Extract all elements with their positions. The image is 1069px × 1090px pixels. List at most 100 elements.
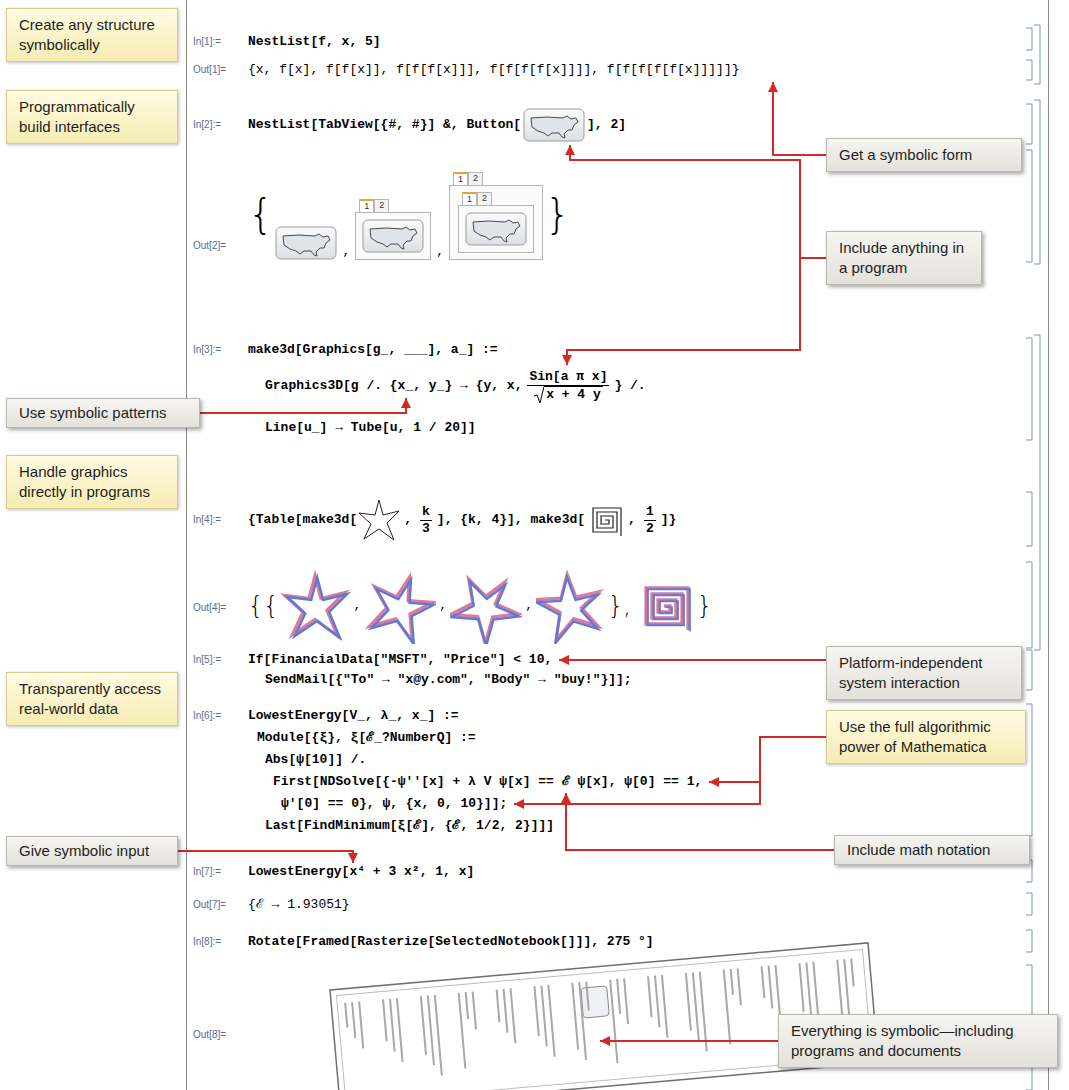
code-input: NestList[TabView[{#, #}] &, Button[ bbox=[248, 117, 521, 133]
cell-bracket bbox=[1026, 150, 1032, 262]
rotated-notebook-image bbox=[579, 982, 586, 1060]
cell-label: In[6]:= bbox=[193, 710, 221, 722]
input-line: SendMail[{"To" → "x@y.com", "Body" → "bu… bbox=[265, 672, 632, 688]
comma: , bbox=[342, 244, 350, 260]
rotated-notebook-image bbox=[359, 1002, 363, 1049]
spiral-graphic bbox=[585, 500, 625, 540]
tube-star-3d bbox=[450, 568, 522, 644]
rotated-notebook-image bbox=[662, 975, 667, 1038]
star-graphic bbox=[357, 498, 401, 542]
input-line: Line[u_] → Tube[u, 1 / 20]] bbox=[265, 420, 476, 436]
cell-label: In[7]:= bbox=[193, 866, 221, 878]
rotated-notebook-image bbox=[617, 979, 620, 1014]
map-button bbox=[523, 108, 585, 142]
map-button bbox=[276, 227, 336, 259]
rotated-notebook-image bbox=[345, 1003, 347, 1028]
code-input: LowestEnergy[V_, λ_, x_] := bbox=[248, 708, 459, 724]
comma: , bbox=[354, 598, 362, 614]
rotated-notebook-image bbox=[851, 958, 853, 986]
rotated-notebook-image bbox=[655, 976, 660, 1028]
tab-view: 12 bbox=[458, 192, 534, 253]
radical-sign bbox=[534, 386, 544, 403]
leader-line bbox=[514, 737, 826, 804]
rotated-notebook-image bbox=[466, 992, 468, 1019]
tube-spiral-3d bbox=[631, 573, 697, 639]
tab-label: 2 bbox=[477, 192, 492, 205]
rotated-notebook-image bbox=[497, 989, 500, 1022]
cell-label: In[5]:= bbox=[193, 654, 221, 666]
code-input: ], 2] bbox=[587, 117, 626, 133]
leader-line bbox=[566, 793, 834, 850]
brace: {{ bbox=[248, 592, 279, 620]
rotated-notebook-image bbox=[693, 972, 699, 1041]
map-button bbox=[363, 220, 423, 252]
notebook-frame bbox=[187, 0, 1049, 1090]
cell-label: In[2]:= bbox=[193, 119, 221, 131]
numerator: k bbox=[420, 504, 432, 521]
callout-box: Programmatically build interfaces bbox=[6, 90, 178, 144]
rotated-notebook-image bbox=[511, 988, 516, 1043]
cell-bracket bbox=[1026, 104, 1032, 144]
callout-box: Use the full algorithmic power of Mathem… bbox=[826, 710, 1026, 764]
comma: , bbox=[628, 512, 636, 528]
callout-box: Everything is symbolic—including program… bbox=[778, 1014, 1058, 1068]
output-line: {{ , , , }, } bbox=[248, 566, 712, 646]
rotated-notebook-image bbox=[459, 993, 466, 1069]
rotated-notebook-image bbox=[731, 969, 733, 995]
tab-label: 1 bbox=[359, 199, 374, 212]
rotated-notebook-image bbox=[383, 999, 387, 1041]
cell-bracket bbox=[1026, 650, 1032, 690]
brace: }, bbox=[608, 592, 631, 620]
tube-spiral-3d bbox=[646, 588, 690, 631]
code-input: Module[{ξ}, ξ[ℰ_?NumberQ] := bbox=[257, 730, 476, 746]
code-input: ]} bbox=[661, 512, 677, 528]
tube-star-3d bbox=[450, 568, 522, 644]
input-line: Abs[ψ[10]] /. bbox=[265, 752, 366, 768]
leader-line bbox=[773, 82, 826, 155]
radical-sign bbox=[534, 386, 544, 404]
rotated-notebook-image bbox=[581, 986, 610, 1018]
code-input: SendMail[{"To" → "x@y.com", "Body" → "bu… bbox=[265, 672, 632, 688]
callout-text: Handle graphics directly in programs bbox=[19, 462, 165, 502]
comma: , bbox=[525, 598, 533, 614]
tab-bar: 12 bbox=[359, 199, 389, 212]
input-line: NestList[TabView[{#, #}] &, Button[ ], 2… bbox=[248, 108, 626, 142]
code-input: ψ'[0] == 0}, ψ, {x, 0, 10}]]; bbox=[281, 796, 507, 812]
tube-star-3d bbox=[364, 568, 436, 644]
tube-star-3d bbox=[450, 568, 522, 644]
denominator: x + 4 y bbox=[534, 386, 603, 404]
comma: , bbox=[404, 512, 412, 528]
cell-label: Out[8]= bbox=[193, 1029, 226, 1041]
callout-box: Use symbolic patterns bbox=[6, 398, 200, 428]
rotated-notebook-image bbox=[586, 982, 589, 1011]
input-line: ψ'[0] == 0}, ψ, {x, 0, 10}]]; bbox=[281, 796, 507, 812]
tube-star-3d bbox=[364, 568, 436, 644]
output-line: {ℰ → 1.93051} bbox=[248, 897, 350, 913]
numerator: Sin[a π x] bbox=[527, 369, 609, 386]
tab-label: 1 bbox=[453, 172, 468, 185]
callout-box: Include math notation bbox=[834, 835, 1030, 865]
tab-label: 1 bbox=[462, 192, 477, 205]
map-button bbox=[524, 109, 584, 141]
rotated-notebook-image bbox=[352, 1002, 355, 1038]
rotated-notebook-image bbox=[738, 968, 741, 1005]
output-line: {x, f[x], f[f[x]], f[f[f[x]]], f[f[f[f[x… bbox=[248, 62, 739, 78]
callout-box: Include anything in a program bbox=[826, 231, 982, 285]
code-input: {Table[make3d[ bbox=[248, 512, 357, 528]
input-line: Graphics3D[g /. {x_, y_} → {y, x, Sin[a … bbox=[265, 366, 646, 406]
code-output: {x, f[x], f[f[x]], f[f[f[x]]], f[f[f[f[x… bbox=[248, 62, 739, 78]
rotated-notebook-image bbox=[700, 972, 707, 1052]
brace: { bbox=[248, 194, 273, 234]
tab-bar: 12 bbox=[453, 172, 483, 185]
code-input: Abs[ψ[10]] /. bbox=[265, 752, 366, 768]
code-input: Line[u_] → Tube[u, 1 / 20]] bbox=[265, 420, 476, 436]
cell-label: Out[7]= bbox=[193, 899, 226, 911]
denominator: 3 bbox=[422, 521, 430, 537]
code-input: } /. bbox=[614, 378, 645, 394]
tab-view: 12 bbox=[355, 199, 431, 260]
rotated-notebook-image bbox=[504, 989, 508, 1033]
spiral-graphic bbox=[593, 508, 621, 536]
callout-box: Give symbolic input bbox=[6, 836, 178, 866]
tab-panel bbox=[458, 205, 534, 253]
input-line: NestList[f, x, 5] bbox=[248, 34, 381, 50]
